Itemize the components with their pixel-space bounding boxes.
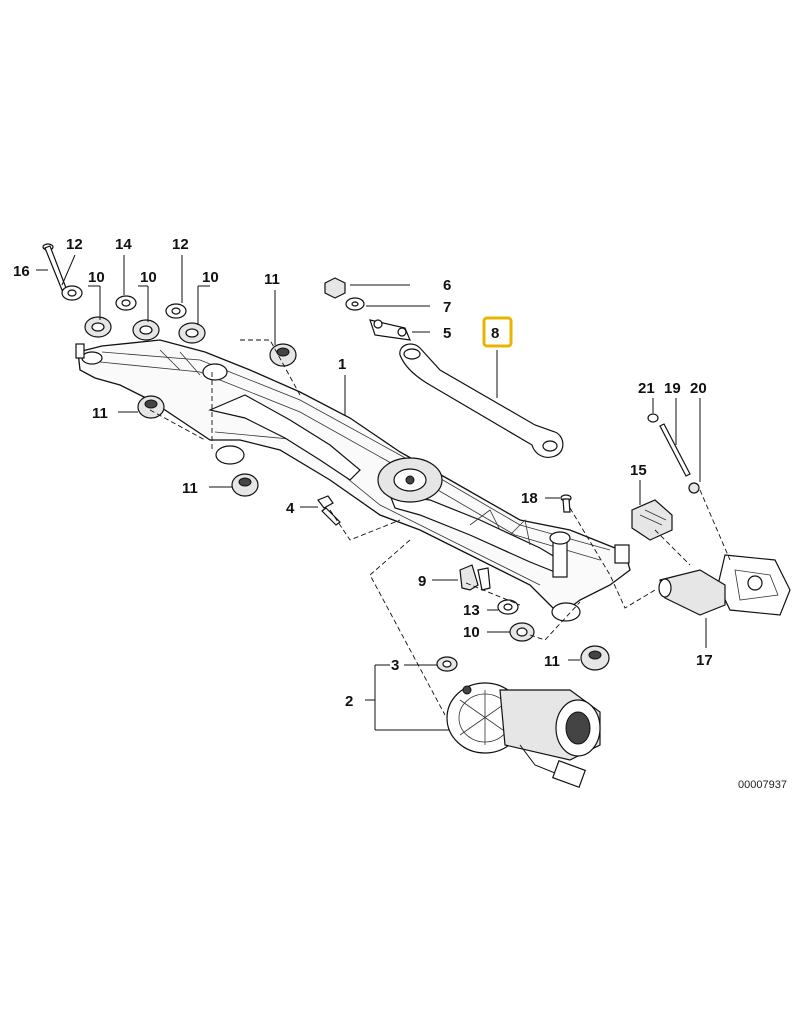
label-part-18[interactable]: 18: [521, 490, 538, 507]
label-part-16[interactable]: 16: [13, 263, 30, 280]
label-part-6[interactable]: 6: [443, 277, 451, 294]
assembly-dashed-lines: [149, 339, 731, 716]
label-part-1[interactable]: 1: [338, 356, 346, 373]
label-part-4[interactable]: 4: [286, 500, 295, 517]
part-labels: 16 12 10 14 10 12 10 11 6 7 5 8 1 11 21 …: [13, 236, 713, 710]
push-rod-part: [399, 343, 564, 458]
label-part-17[interactable]: 17: [696, 652, 713, 669]
connector-part-15: [631, 499, 673, 541]
label-part-12-right[interactable]: 12: [172, 236, 189, 253]
rear-wiper-motor-part: [658, 554, 791, 616]
washer-parts-right: [497, 599, 535, 642]
label-part-21[interactable]: 21: [638, 380, 655, 397]
label-part-10-fourth[interactable]: 10: [463, 624, 480, 641]
washer-part-3: [436, 656, 458, 672]
label-part-7[interactable]: 7: [443, 299, 451, 316]
rear-small-parts: [647, 413, 700, 494]
clip-part-9: [459, 564, 491, 591]
label-part-11-top[interactable]: 11: [264, 271, 280, 288]
label-part-3[interactable]: 3: [391, 657, 399, 674]
label-part-14[interactable]: 14: [115, 236, 132, 253]
nut-washer-bracket-parts: [324, 277, 411, 341]
label-part-11-middle[interactable]: 11: [182, 480, 198, 497]
washer-parts-top-left: [61, 285, 206, 344]
label-part-9[interactable]: 9: [418, 573, 426, 590]
wiper-frame-part: [75, 339, 631, 622]
label-part-11-right[interactable]: 11: [544, 653, 560, 670]
label-part-10-third[interactable]: 10: [202, 269, 219, 286]
rubber-mount-parts: [137, 343, 610, 671]
bolt-part-18: [560, 494, 572, 513]
label-part-12-left[interactable]: 12: [66, 236, 83, 253]
label-part-15[interactable]: 15: [630, 462, 647, 479]
label-part-20[interactable]: 20: [690, 380, 707, 397]
leader-lines: [36, 254, 707, 731]
label-part-2[interactable]: 2: [345, 693, 353, 710]
label-part-10-second[interactable]: 10: [140, 269, 157, 286]
label-part-5[interactable]: 5: [443, 325, 451, 342]
catalog-code: 00007937: [738, 779, 787, 791]
highlight-box-part-8: [482, 316, 513, 348]
label-part-11-left[interactable]: 11: [92, 405, 108, 422]
label-part-8[interactable]: 8: [491, 325, 499, 342]
label-part-10-first[interactable]: 10: [88, 269, 105, 286]
label-part-19[interactable]: 19: [664, 380, 681, 397]
wiper-motor-part: [446, 682, 601, 789]
label-part-13[interactable]: 13: [463, 602, 480, 619]
